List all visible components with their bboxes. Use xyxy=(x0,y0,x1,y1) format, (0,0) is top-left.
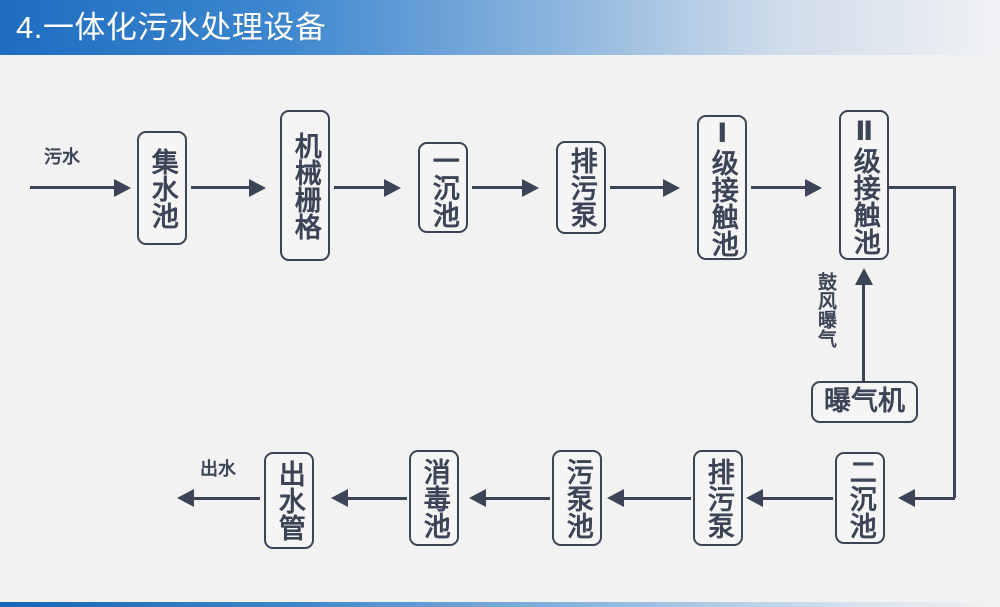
aeration-label: 鼓风曝气 xyxy=(815,272,836,348)
arrow-4 xyxy=(663,178,680,197)
connector-8-line xyxy=(486,496,550,500)
connector-4-line xyxy=(610,186,667,189)
arrow-5 xyxy=(805,178,822,197)
arrow-8 xyxy=(469,489,486,507)
connector-outlet-line xyxy=(194,496,260,500)
connector-7-line xyxy=(624,496,691,500)
slide-bottom-rule xyxy=(0,602,1000,607)
connector-1-line xyxy=(191,186,253,189)
arrow-aeration-up xyxy=(854,268,873,285)
connector-aeration-line xyxy=(862,283,865,381)
node-jixieshange[interactable]: 机械栅格 xyxy=(280,110,330,261)
connector-inlet-line xyxy=(30,186,118,189)
connector-wrap-vertical xyxy=(953,186,956,498)
node-baoqiji[interactable]: 曝气机 xyxy=(811,381,918,423)
arrow-outlet xyxy=(177,489,194,507)
arrow-7 xyxy=(607,489,624,507)
node-erchenchi[interactable]: 二沉池 xyxy=(835,452,885,544)
slide-title-bar: 4.一体化污水处理设备 xyxy=(0,0,1000,55)
arrow-2 xyxy=(384,178,401,197)
inlet-label: 污水 xyxy=(44,147,80,167)
page-title: 4.一体化污水处理设备 xyxy=(16,10,327,45)
outlet-label: 出水 xyxy=(200,459,236,479)
node-paiwubeng-bottom[interactable]: 排污泵 xyxy=(693,450,743,546)
arrow-1 xyxy=(249,178,266,197)
node-yichenchi[interactable]: 一沉池 xyxy=(418,142,468,233)
node-chushuiguan[interactable]: 出水管 xyxy=(264,452,314,549)
node-xiaoduchi[interactable]: 消毒池 xyxy=(409,450,459,546)
arrow-3 xyxy=(522,178,539,197)
connector-wrap-top xyxy=(889,186,956,189)
node-paiwubeng-top[interactable]: 排污泵 xyxy=(556,141,606,234)
connector-6-line xyxy=(763,496,833,500)
node-wubengchi[interactable]: 污泵池 xyxy=(552,450,602,546)
connector-wrap-bottom xyxy=(915,496,955,500)
connector-5-line xyxy=(751,186,809,189)
arrow-inlet xyxy=(114,178,131,197)
node-jiechuchi-2[interactable]: Ⅱ级接触池 xyxy=(839,110,889,260)
node-jiechuchi-1[interactable]: Ⅰ级接触池 xyxy=(697,115,747,260)
arrow-9 xyxy=(331,489,348,507)
connector-9-line xyxy=(348,496,407,500)
connector-2-line xyxy=(334,186,388,189)
arrow-6 xyxy=(746,489,763,507)
arrow-wrap-into-erchenchi xyxy=(898,489,915,507)
connector-3-line xyxy=(472,186,526,189)
node-jishuichi[interactable]: 集水池 xyxy=(137,131,187,245)
